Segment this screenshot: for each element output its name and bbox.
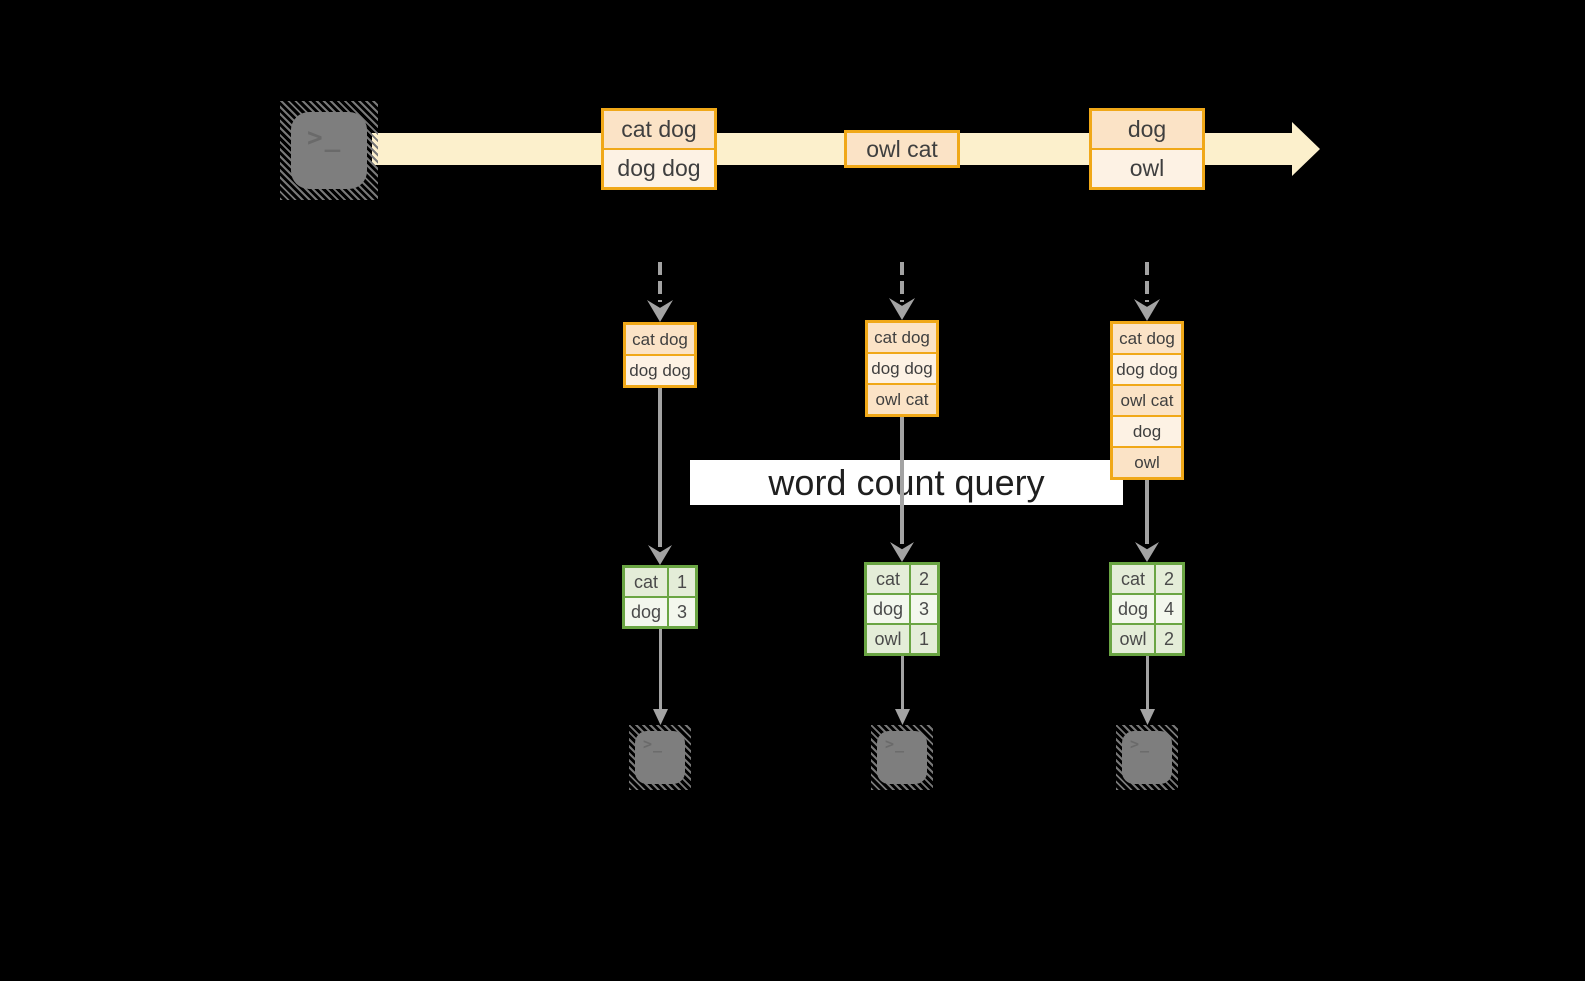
terminal-body	[1122, 731, 1172, 784]
box-row: owl cat	[847, 133, 957, 165]
arrowhead-icon	[653, 709, 668, 725]
box-row: dog	[1092, 111, 1202, 150]
arrowhead-icon	[890, 542, 914, 562]
sink-terminal-icon-2: >_	[871, 725, 933, 790]
box-row: owl cat	[1113, 386, 1181, 417]
word-cell: cat	[625, 568, 667, 596]
box-row: cat dog	[1113, 324, 1181, 355]
box-row: dog dog	[868, 354, 936, 385]
count-cell: 2	[1154, 565, 1182, 593]
terminal-prompt-icon: >_	[643, 735, 664, 753]
query-label: word count query	[690, 460, 1123, 505]
connector-line	[658, 388, 662, 547]
box-row: owl	[1113, 448, 1181, 477]
count-cell: 1	[667, 568, 695, 596]
terminal-prompt-icon: >_	[1130, 735, 1151, 753]
count-cell: 3	[909, 595, 937, 623]
box-row: cat dog	[868, 323, 936, 354]
terminal-body	[877, 731, 927, 784]
count-cell: 4	[1154, 595, 1182, 623]
word-cell: dog	[1112, 595, 1154, 623]
arrowhead-icon	[647, 300, 673, 322]
arrowhead-icon	[648, 545, 672, 565]
arrowhead-icon	[1135, 542, 1159, 562]
box-row: owl	[1092, 150, 1202, 187]
count-cell: 3	[667, 598, 695, 626]
connector-line	[901, 656, 904, 711]
arrowhead-icon	[895, 709, 910, 725]
arrowhead-icon	[1140, 709, 1155, 725]
box-row: cat dog	[604, 111, 714, 150]
box-row: dog dog	[626, 356, 694, 385]
dashed-connector-3	[1145, 262, 1149, 302]
terminal-body	[635, 731, 685, 784]
word-cell: owl	[867, 625, 909, 653]
word-cell: owl	[1112, 625, 1154, 653]
arrowhead-icon	[1134, 299, 1160, 321]
connector-line	[900, 417, 904, 544]
sink-terminal-icon-3: >_	[1116, 725, 1178, 790]
dashed-connector-2	[900, 262, 904, 302]
word-cell: cat	[867, 565, 909, 593]
stream-batch-2: owl cat	[844, 130, 960, 168]
terminal-body	[291, 112, 367, 189]
box-row: cat dog	[626, 325, 694, 356]
box-row: owl cat	[868, 385, 936, 414]
terminal-prompt-icon: >_	[885, 735, 906, 753]
sink-terminal-icon-1: >_	[629, 725, 691, 790]
count-cell: 2	[1154, 625, 1182, 653]
box-row: dog dog	[604, 150, 714, 187]
word-cell: dog	[625, 598, 667, 626]
connector-line	[659, 629, 662, 711]
box-row: dog dog	[1113, 355, 1181, 386]
word-cell: dog	[867, 595, 909, 623]
box-row: dog	[1113, 417, 1181, 448]
count-cell: 2	[909, 565, 937, 593]
source-terminal-icon: >_	[280, 101, 378, 200]
connector-line	[1145, 480, 1149, 544]
dashed-connector-1	[658, 262, 662, 302]
stream-arrowhead-icon	[1292, 122, 1320, 176]
connector-line	[1146, 656, 1149, 711]
count-cell: 1	[909, 625, 937, 653]
terminal-prompt-icon: >_	[307, 123, 343, 153]
word-cell: cat	[1112, 565, 1154, 593]
